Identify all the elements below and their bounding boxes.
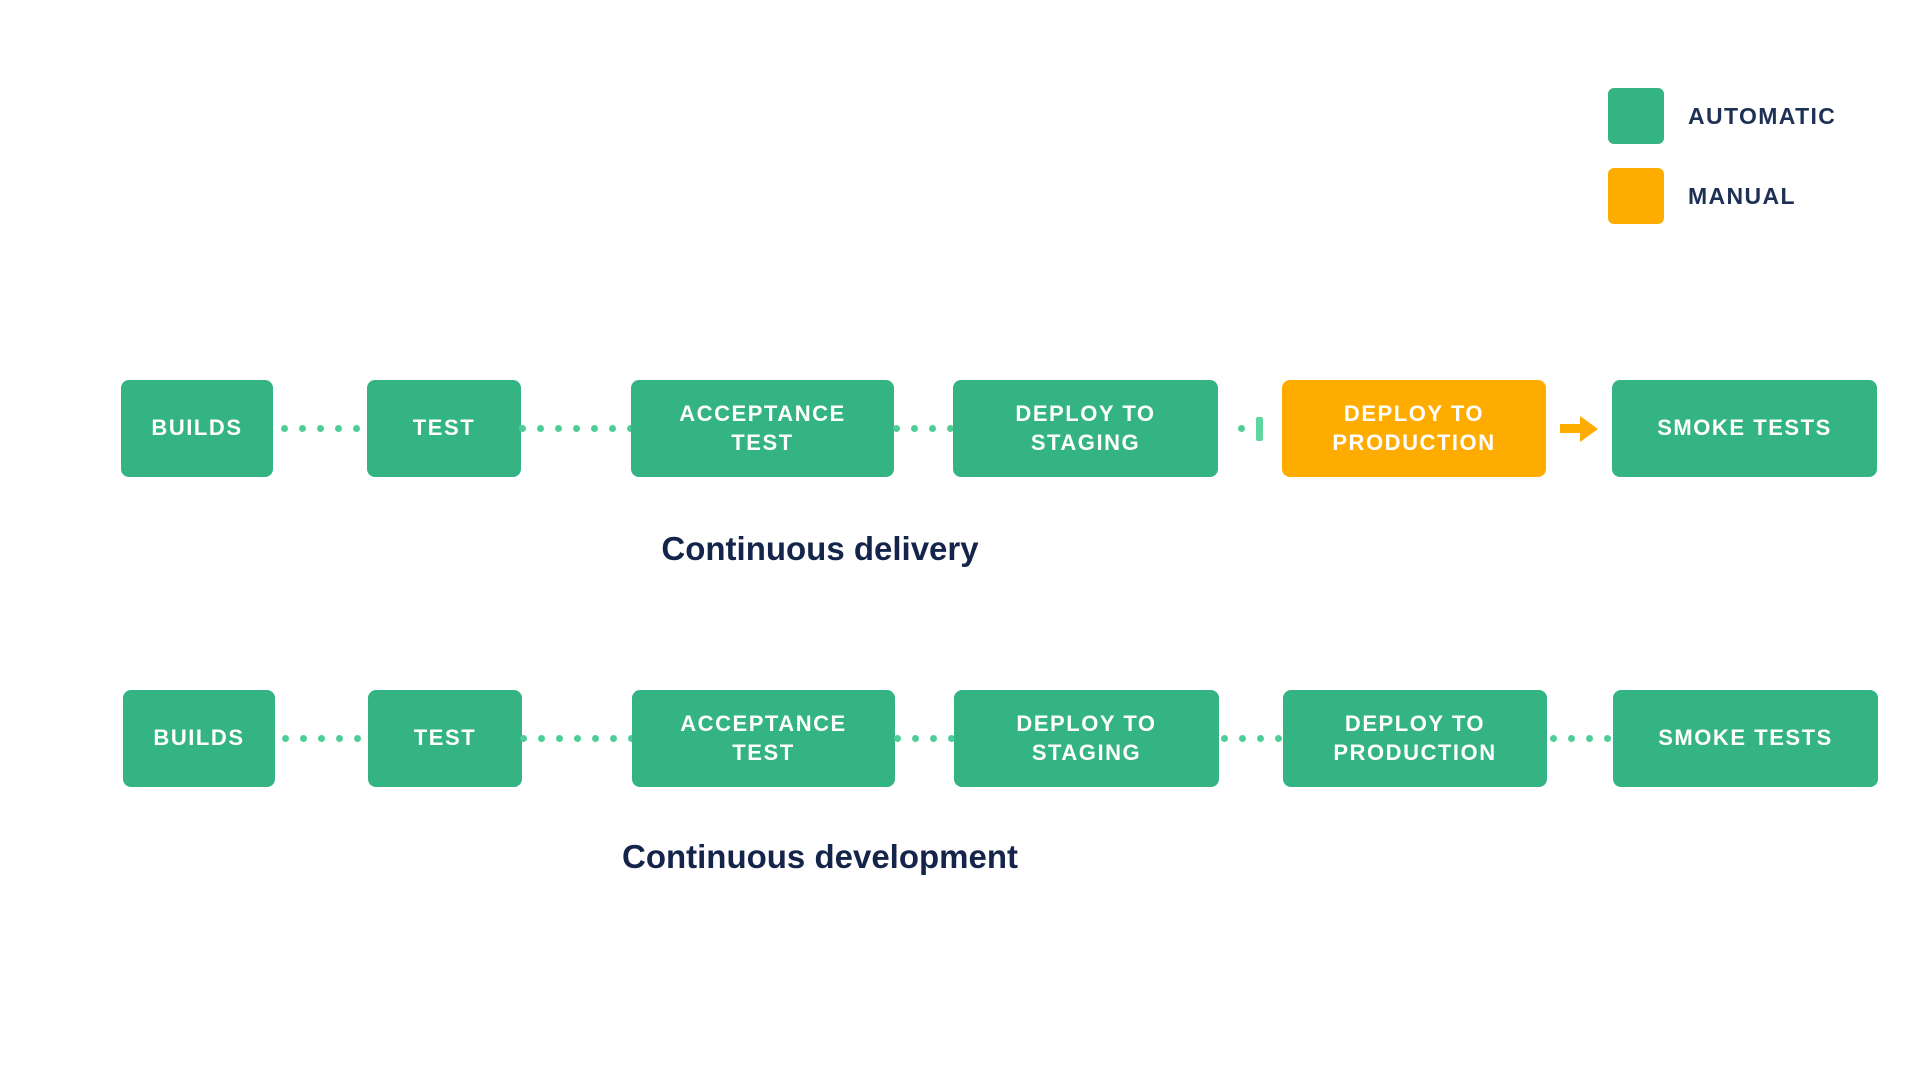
pipeline-connector-arrow-icon bbox=[1546, 380, 1612, 477]
pipeline-connector-dotted bbox=[518, 380, 634, 477]
connector-dot bbox=[572, 425, 580, 432]
connector-dot bbox=[929, 425, 936, 432]
pipeline-stage[interactable]: ACCEPTANCE TEST bbox=[632, 690, 895, 787]
connector-dot bbox=[894, 735, 901, 742]
legend-label-automatic: AUTOMATIC bbox=[1688, 102, 1837, 129]
connector-dot bbox=[1549, 735, 1557, 742]
connector-dot bbox=[555, 735, 563, 742]
connector-bar bbox=[1255, 416, 1263, 441]
pipeline-stage[interactable]: SMOKE TESTS bbox=[1612, 380, 1877, 477]
connector-dot bbox=[1603, 735, 1611, 742]
connector-dot bbox=[282, 735, 289, 742]
connector-dot bbox=[1256, 735, 1264, 742]
connector-dot bbox=[627, 735, 635, 742]
pipeline-stage[interactable]: DEPLOY TO STAGING bbox=[953, 380, 1218, 477]
pipeline-stage[interactable]: BUILDS bbox=[121, 380, 273, 477]
pipeline-stage[interactable]: DEPLOY TO PRODUCTION bbox=[1282, 380, 1546, 477]
pipeline-stage-label: ACCEPTANCE TEST bbox=[679, 401, 846, 455]
connector-dot bbox=[591, 735, 599, 742]
arrow-shaft bbox=[1560, 424, 1580, 433]
connector-dot bbox=[537, 735, 545, 742]
pipeline-stage-label: ACCEPTANCE TEST bbox=[680, 711, 847, 765]
orange-square-swatch-icon bbox=[1608, 168, 1664, 224]
pipeline-connector-dotted bbox=[1547, 690, 1613, 787]
pipeline-stage-label: TEST bbox=[412, 415, 476, 441]
connector-dot bbox=[316, 425, 324, 432]
pipeline-stage[interactable]: ACCEPTANCE TEST bbox=[631, 380, 894, 477]
connector-dot bbox=[626, 425, 634, 432]
pipeline-continuous-delivery: BUILDS TEST ACCEPTANCE TEST DEPLOY TO STAGI… bbox=[0, 380, 1920, 477]
arrow-head bbox=[1580, 415, 1598, 442]
connector-dot bbox=[1567, 735, 1575, 742]
pipeline-connector-dotted bbox=[273, 380, 367, 477]
connector-dot bbox=[336, 735, 343, 742]
pipeline-connector-dotted bbox=[1218, 380, 1282, 477]
legend-label-manual: MANUAL bbox=[1688, 182, 1796, 209]
pipeline-stage-label: DEPLOY TO PRODUCTION bbox=[1332, 401, 1496, 455]
pipeline-stage-label: SMOKE TESTS bbox=[1657, 415, 1832, 441]
connector-dot bbox=[1274, 735, 1282, 742]
connector-dot bbox=[893, 425, 900, 432]
connector-dot bbox=[930, 735, 937, 742]
pipeline-caption-continuous-development: Continuous development bbox=[622, 838, 1018, 875]
pipeline-connector-dotted bbox=[275, 690, 368, 787]
green-square-swatch-icon bbox=[1608, 88, 1664, 144]
connector-dot bbox=[573, 735, 581, 742]
legend: AUTOMATIC MANUAL bbox=[1608, 88, 1836, 224]
connector-dot bbox=[519, 735, 527, 742]
connector-dot bbox=[912, 735, 919, 742]
pipeline-continuous-development: BUILDS TEST ACCEPTANCE TEST DEPLOY TO STAGI… bbox=[0, 690, 1920, 787]
pipeline-stage-label: BUILDS bbox=[153, 725, 245, 751]
connector-dot bbox=[554, 425, 562, 432]
connector-dot bbox=[300, 735, 307, 742]
connector-dot bbox=[911, 425, 918, 432]
connector-dot bbox=[352, 425, 360, 432]
pipeline-stage-label: BUILDS bbox=[151, 415, 243, 441]
pipeline-stage-label: SMOKE TESTS bbox=[1658, 725, 1833, 751]
connector-dot bbox=[280, 425, 288, 432]
connector-dot bbox=[298, 425, 306, 432]
pipeline-stage[interactable]: TEST bbox=[367, 380, 521, 477]
pipeline-connector-dotted bbox=[519, 690, 635, 787]
legend-item-automatic: AUTOMATIC bbox=[1608, 88, 1836, 144]
pipeline-stage-label: DEPLOY TO STAGING bbox=[1016, 711, 1157, 765]
legend-item-manual: MANUAL bbox=[1608, 168, 1836, 224]
connector-dot bbox=[948, 735, 955, 742]
pipeline-caption-continuous-delivery: Continuous delivery bbox=[661, 530, 979, 567]
connector-dot bbox=[947, 425, 954, 432]
pipeline-stage-label: DEPLOY TO PRODUCTION bbox=[1333, 711, 1497, 765]
connector-dot bbox=[1220, 735, 1228, 742]
pipeline-stage-label: DEPLOY TO STAGING bbox=[1015, 401, 1156, 455]
connector-dot bbox=[518, 425, 526, 432]
connector-dot bbox=[334, 425, 342, 432]
connector-dot bbox=[1237, 425, 1245, 432]
pipeline-stage[interactable]: TEST bbox=[368, 690, 522, 787]
pipeline-stages: BUILDS TEST ACCEPTANCE TEST DEPLOY TO STAGI… bbox=[0, 380, 1877, 477]
pipeline-connector-dotted bbox=[1219, 690, 1283, 787]
connector-dot bbox=[609, 735, 617, 742]
connector-dot bbox=[318, 735, 325, 742]
connector-dot bbox=[1585, 735, 1593, 742]
pipeline-stage-label: TEST bbox=[413, 725, 477, 751]
pipeline-stage[interactable]: SMOKE TESTS bbox=[1613, 690, 1878, 787]
connector-dot bbox=[354, 735, 361, 742]
pipeline-connector-dotted bbox=[893, 380, 954, 477]
pipeline-stage[interactable]: BUILDS bbox=[123, 690, 275, 787]
pipeline-connector-dotted bbox=[894, 690, 955, 787]
pipeline-stage[interactable]: DEPLOY TO STAGING bbox=[954, 690, 1219, 787]
connector-dot bbox=[608, 425, 616, 432]
pipeline-stages: BUILDS TEST ACCEPTANCE TEST DEPLOY TO STAGI… bbox=[0, 690, 1878, 787]
connector-dot bbox=[1238, 735, 1246, 742]
connector-dot bbox=[536, 425, 544, 432]
pipeline-stage[interactable]: DEPLOY TO PRODUCTION bbox=[1283, 690, 1547, 787]
connector-dot bbox=[590, 425, 598, 432]
